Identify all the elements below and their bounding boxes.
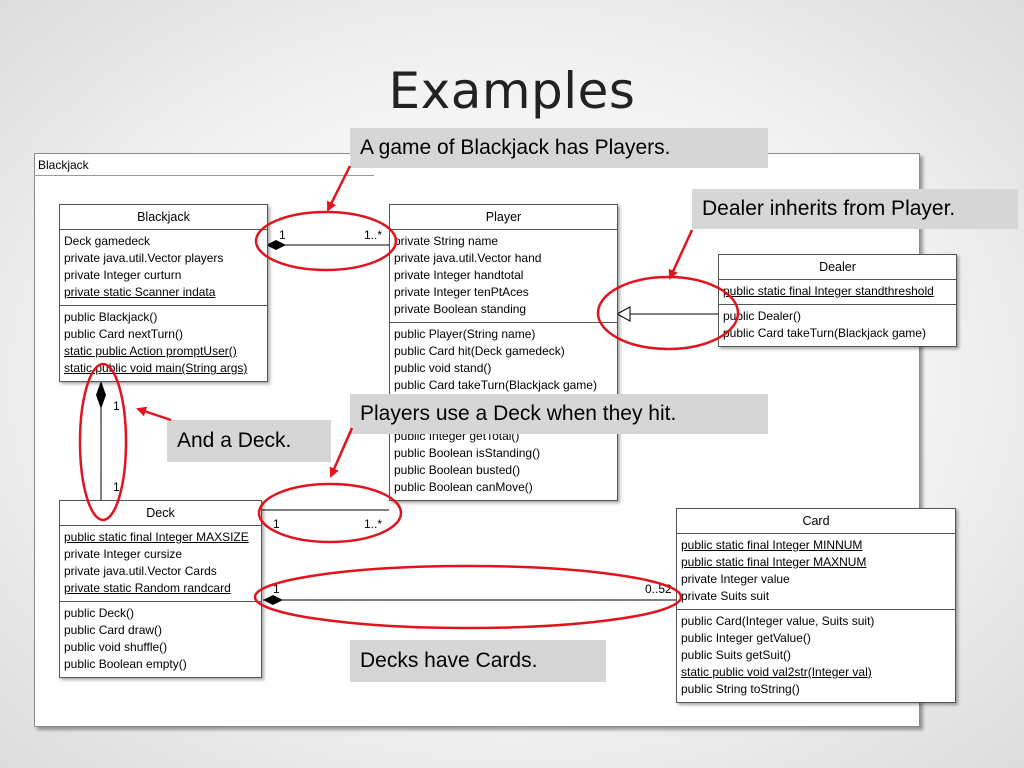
class-member: public Suits getSuit() — [681, 648, 792, 662]
class-member: Deck gamedeck — [64, 234, 151, 248]
multiplicity-blackjack-player-target: 1..* — [364, 228, 383, 242]
class-member: private Integer handtotal — [394, 268, 524, 282]
class-member: public static final Integer MAXSIZE — [64, 530, 249, 544]
attributes-player: private String name private java.util.Vec… — [390, 230, 617, 322]
class-member: private Boolean standing — [394, 302, 527, 316]
class-member: public Boolean busted() — [394, 463, 521, 477]
class-member: public Boolean canMove() — [394, 480, 533, 494]
multiplicity-blackjack-deck-target: 1 — [113, 480, 120, 494]
composition-diamond-blackjack-player — [266, 240, 286, 250]
class-member: public void stand() — [394, 361, 492, 375]
class-member: static public void main(String args) — [64, 361, 248, 375]
callout-uses-deck: Players use a Deck when they hit. — [350, 394, 768, 434]
frame-tab-divider — [34, 175, 374, 176]
frame-label: Blackjack — [38, 158, 89, 172]
highlight-ellipse-deck-card — [253, 564, 683, 630]
highlight-ellipse-deck-player — [257, 482, 403, 544]
class-member: public Boolean empty() — [64, 657, 187, 671]
attributes-card: public static final Integer MINNUM public… — [677, 534, 955, 609]
class-member: public Card draw() — [64, 623, 163, 637]
callout-decks-cards: Decks have Cards. — [350, 640, 606, 682]
class-member: public Integer getValue() — [681, 631, 811, 645]
class-member: private java.util.Vector hand — [394, 251, 542, 265]
attributes-dealer: public static final Integer standthresho… — [719, 280, 956, 304]
arrow-uses-deck — [329, 427, 354, 478]
class-member: public Card takeTurn(Blackjack game) — [394, 378, 597, 392]
class-member: public static final Integer MINNUM — [681, 538, 863, 552]
class-member: public Card nextTurn() — [64, 327, 183, 341]
class-member: private Integer cursize — [64, 547, 183, 561]
class-name-card: Card — [677, 509, 955, 534]
class-member: private Integer curturn — [64, 268, 182, 282]
callout-and-deck: And a Deck. — [167, 420, 331, 462]
class-member: private java.util.Vector players — [64, 251, 224, 265]
methods-blackjack: public Blackjack() public Card nextTurn()… — [60, 305, 267, 381]
callout-dealer-inherits: Dealer inherits from Player. — [692, 189, 1018, 229]
arrow-and-deck — [136, 406, 172, 422]
class-member: public void shuffle() — [64, 640, 168, 654]
arrow-has-players — [326, 165, 352, 212]
class-member: public Blackjack() — [64, 310, 158, 324]
class-name-blackjack: Blackjack — [60, 205, 267, 230]
class-member: private Integer tenPtAces — [394, 285, 529, 299]
attributes-deck: public static final Integer MAXSIZE priva… — [60, 526, 261, 601]
multiplicity-blackjack-player-source: 1 — [279, 228, 286, 242]
class-member: private java.util.Vector Cards — [64, 564, 217, 578]
class-member: public Card hit(Deck gamedeck) — [394, 344, 565, 358]
class-box-dealer: Dealer public static final Integer stand… — [718, 254, 957, 347]
multiplicity-deck-player-source: 1 — [273, 517, 280, 531]
multiplicity-deck-card-source: 1 — [273, 582, 280, 596]
class-member: public Card takeTurn(Blackjack game) — [723, 326, 926, 340]
class-box-blackjack: Blackjack Deck gamedeck private java.util… — [59, 204, 268, 382]
class-member: private Integer value — [681, 572, 790, 586]
class-member: private Suits suit — [681, 589, 770, 603]
class-member: public String toString() — [681, 682, 800, 696]
methods-deck: public Deck() public Card draw() public vo… — [60, 601, 261, 677]
class-member: private static Random randcard — [64, 581, 231, 595]
class-member: public static final Integer standthresho… — [723, 284, 934, 298]
class-name-deck: Deck — [60, 501, 261, 526]
generalization-arrowhead — [615, 306, 631, 322]
class-name-dealer: Dealer — [719, 255, 956, 280]
highlight-ellipse-blackjack-player — [254, 210, 398, 272]
composition-diamond-deck-card — [263, 595, 283, 605]
attributes-blackjack: Deck gamedeck private java.util.Vector pl… — [60, 230, 267, 305]
class-name-player: Player — [390, 205, 617, 230]
class-member: public Boolean isStanding() — [394, 446, 541, 460]
callout-has-players: A game of Blackjack has Players. — [350, 128, 768, 168]
class-member: public static final Integer MAXNUM — [681, 555, 867, 569]
multiplicity-deck-player-target: 1..* — [364, 517, 383, 531]
composition-diamond-blackjack-deck — [96, 381, 106, 409]
methods-dealer: public Dealer() public Card takeTurn(Blac… — [719, 304, 956, 346]
highlight-ellipse-blackjack-deck — [78, 362, 128, 522]
class-member: static public Action promptUser() — [64, 344, 237, 358]
class-member: private static Scanner indata — [64, 285, 216, 299]
class-member: public Dealer() — [723, 309, 802, 323]
slide-title: Examples — [388, 62, 636, 120]
arrow-dealer-inherits — [668, 229, 694, 280]
class-member: static public void val2str(Integer val) — [681, 665, 872, 679]
highlight-ellipse-generalization — [596, 275, 740, 351]
class-member: public Card(Integer value, Suits suit) — [681, 614, 875, 628]
methods-card: public Card(Integer value, Suits suit) pu… — [677, 609, 955, 702]
multiplicity-blackjack-deck-source: 1 — [113, 399, 120, 413]
class-member: public Deck() — [64, 606, 135, 620]
class-member: private String name — [394, 234, 499, 248]
class-member: public Player(String name) — [394, 327, 536, 341]
